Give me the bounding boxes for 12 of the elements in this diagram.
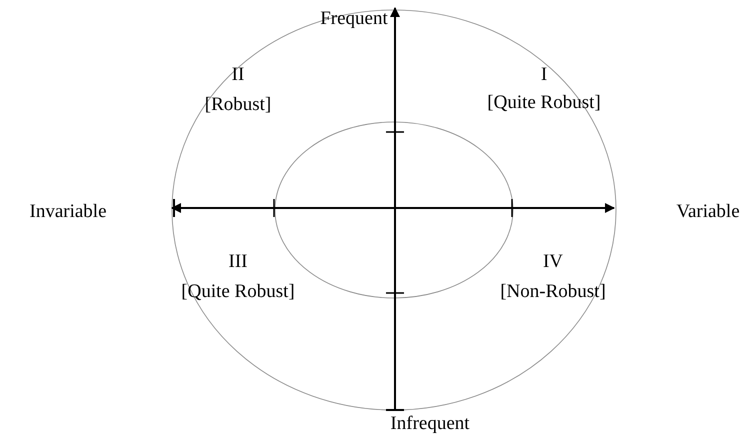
axis-label: Invariable	[30, 201, 106, 223]
quadrant-number: I	[540, 64, 548, 86]
quadrant-label: [Non-Robust]	[500, 281, 606, 303]
quadrant-label: [Robust]	[204, 94, 272, 116]
quadrant-label: [Quite Robust]	[487, 92, 601, 114]
axis-label: Frequent	[320, 8, 388, 30]
axis-label: Variable	[676, 201, 740, 223]
quadrant-number: III	[228, 251, 248, 273]
quadrant-number: II	[232, 64, 244, 86]
quadrant-label: [Quite Robust]	[181, 281, 295, 303]
quadrant-number: IV	[542, 251, 564, 273]
axis-label: Infrequent	[390, 413, 470, 435]
